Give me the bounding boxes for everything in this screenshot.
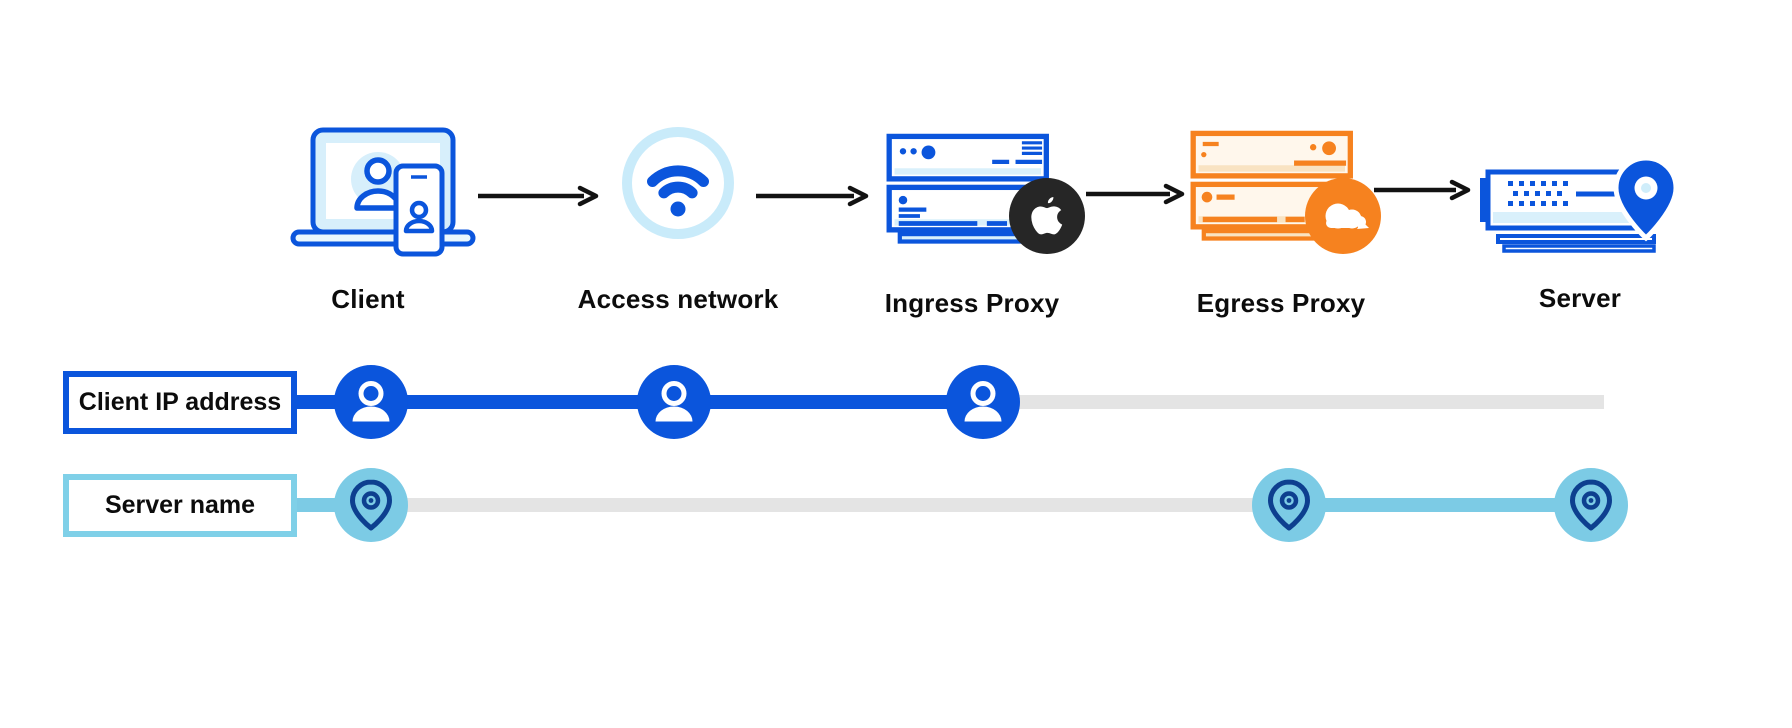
person-icon — [637, 365, 711, 439]
location-pin-icon — [334, 468, 408, 542]
server-location-icon — [1480, 155, 1678, 253]
arrow-right-icon — [1086, 183, 1185, 205]
server-name-hidden-track — [374, 498, 1289, 512]
flow-label-access-network: Access network — [577, 284, 779, 314]
arrow-right-icon — [1374, 179, 1471, 201]
flow-label-ingress-proxy: Ingress Proxy — [884, 288, 1060, 318]
dot-matrix — [1508, 181, 1568, 206]
wifi-icon — [622, 127, 734, 239]
cloudflare-logo-badge-icon — [1305, 178, 1381, 254]
server-name-visible-track-right — [1289, 498, 1591, 512]
laptop-user-icon — [290, 127, 476, 257]
client-ip-address-label-box: Client IP address — [63, 371, 297, 434]
server-name-label-box: Server name — [63, 474, 297, 537]
person-icon — [946, 365, 1020, 439]
flow-label-client: Client — [331, 284, 405, 314]
flow-label-server: Server — [1538, 283, 1622, 313]
location-pin-icon — [1554, 468, 1628, 542]
client-ip-address-label: Client IP address — [78, 388, 282, 416]
arrow-right-icon — [756, 185, 869, 207]
client-ip-hidden-track — [984, 395, 1604, 409]
server-name-label: Server name — [104, 491, 256, 519]
apple-logo-badge-icon — [1009, 178, 1085, 254]
location-pin-icon — [1252, 468, 1326, 542]
arrow-right-icon — [478, 185, 599, 207]
person-icon — [334, 365, 408, 439]
flow-label-egress-proxy: Egress Proxy — [1196, 288, 1366, 318]
